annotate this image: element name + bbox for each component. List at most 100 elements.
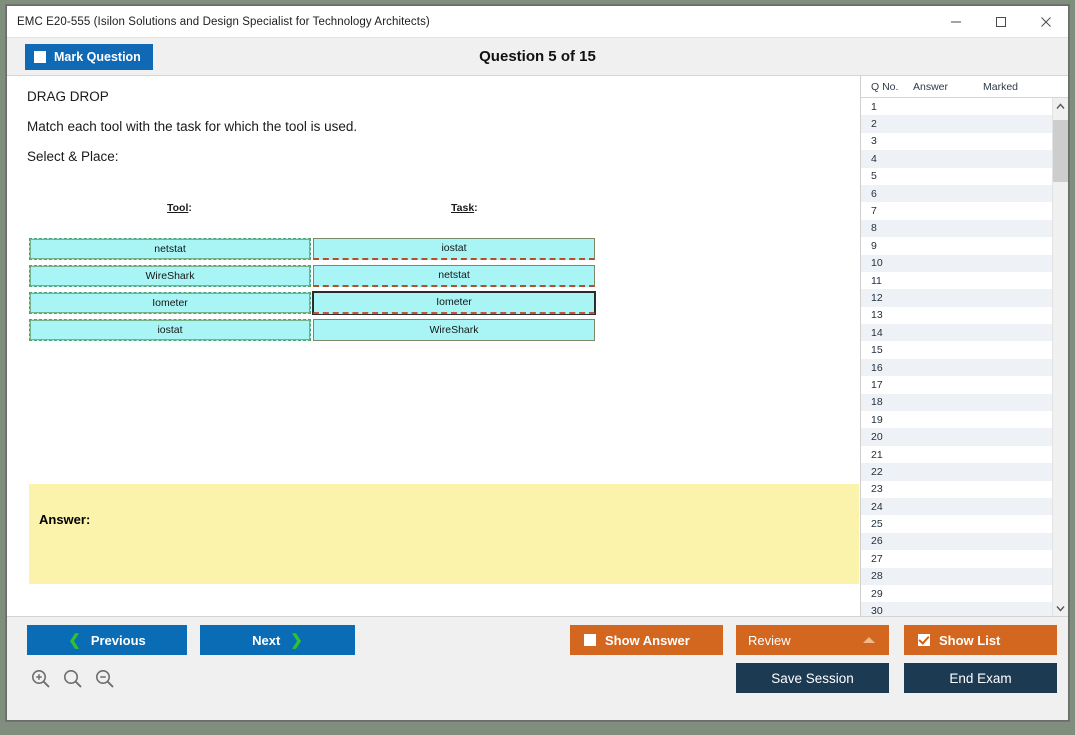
question-list-row[interactable]: 5: [861, 167, 1052, 185]
question-list-row[interactable]: 30: [861, 602, 1052, 616]
question-prompt: Match each tool with the task for which …: [27, 118, 358, 134]
question-list-row[interactable]: 9: [861, 237, 1052, 255]
row-question-number: 18: [871, 396, 883, 409]
chevron-up-icon[interactable]: [1053, 98, 1068, 114]
save-session-button[interactable]: Save Session: [736, 663, 889, 693]
maximize-icon[interactable]: [978, 6, 1023, 37]
question-list-row[interactable]: 28: [861, 567, 1052, 585]
question-list-row[interactable]: 15: [861, 341, 1052, 359]
task-column: iostat netstat Iometer WireShark: [313, 237, 595, 346]
review-label: Review: [748, 632, 791, 648]
question-list-row[interactable]: 7: [861, 202, 1052, 220]
task-item[interactable]: iostat: [313, 237, 595, 260]
question-list-row[interactable]: 20: [861, 428, 1052, 446]
zoom-out-icon[interactable]: [93, 667, 117, 691]
task-item[interactable]: Iometer: [313, 291, 595, 314]
row-question-number: 15: [871, 344, 883, 357]
row-question-number: 24: [871, 500, 883, 513]
row-question-number: 16: [871, 361, 883, 374]
row-question-number: 30: [871, 605, 883, 616]
tool-item[interactable]: netstat: [29, 237, 311, 260]
tool-item[interactable]: WireShark: [29, 264, 311, 287]
answer-box: Answer:: [29, 484, 859, 584]
row-question-number: 13: [871, 309, 883, 322]
question-list-row[interactable]: 1: [861, 98, 1052, 116]
row-question-number: 1: [871, 100, 877, 113]
row-question-number: 14: [871, 326, 883, 339]
title-bar: EMC E20-555 (Isilon Solutions and Design…: [7, 6, 1068, 38]
previous-button[interactable]: ❮ Previous: [27, 625, 187, 655]
row-question-number: 26: [871, 535, 883, 548]
question-list-row[interactable]: 12: [861, 289, 1052, 307]
question-list-row[interactable]: 27: [861, 550, 1052, 568]
scrollbar-thumb[interactable]: [1053, 120, 1068, 182]
task-item[interactable]: WireShark: [313, 318, 595, 341]
question-list-row[interactable]: 3: [861, 132, 1052, 151]
chevron-right-icon: ❯: [290, 631, 303, 649]
mark-question-button[interactable]: Mark Question: [25, 43, 153, 70]
question-list-row[interactable]: 21: [861, 445, 1052, 464]
question-list-row[interactable]: 14: [861, 324, 1052, 342]
question-list-row[interactable]: 16: [861, 358, 1052, 377]
row-question-number: 6: [871, 187, 877, 200]
show-list-checkbox[interactable]: [918, 634, 930, 646]
zoom-reset-icon[interactable]: [61, 667, 85, 691]
show-answer-button[interactable]: Show Answer: [570, 625, 723, 655]
scrollbar-track[interactable]: [1053, 114, 1068, 600]
chevron-up-icon: [863, 637, 875, 643]
drag-drop-area: Tool: Task: netstat WireShark Iometer io…: [27, 202, 860, 377]
tool-column-label: Tool:: [167, 201, 192, 214]
show-list-label: Show List: [939, 632, 1001, 648]
column-header-qno: Q No.: [871, 80, 899, 93]
question-list-row[interactable]: 17: [861, 376, 1052, 394]
question-type-label: DRAG DROP: [27, 89, 109, 104]
show-list-button[interactable]: Show List: [904, 625, 1057, 655]
question-list-row[interactable]: 2: [861, 115, 1052, 133]
mark-question-label: Mark Question: [54, 49, 141, 64]
question-list-row[interactable]: 4: [861, 150, 1052, 168]
question-list-row[interactable]: 18: [861, 393, 1052, 412]
row-question-number: 2: [871, 118, 877, 131]
task-item[interactable]: netstat: [313, 264, 595, 287]
row-question-number: 4: [871, 152, 877, 165]
end-exam-button[interactable]: End Exam: [904, 663, 1057, 693]
question-instruction: Select & Place:: [27, 148, 119, 164]
close-icon[interactable]: [1023, 6, 1068, 37]
zoom-toolbar: [29, 667, 117, 691]
question-list-row[interactable]: 24: [861, 497, 1052, 516]
show-answer-checkbox[interactable]: [584, 634, 596, 646]
row-question-number: 5: [871, 170, 877, 183]
question-list-row[interactable]: 13: [861, 306, 1052, 325]
question-list-row[interactable]: 11: [861, 271, 1052, 290]
row-question-number: 3: [871, 135, 877, 148]
zoom-in-icon[interactable]: [29, 667, 53, 691]
column-header-answer: Answer: [913, 80, 949, 93]
tool-item[interactable]: iostat: [29, 318, 311, 341]
question-list-row[interactable]: 25: [861, 515, 1052, 533]
tool-column: netstat WireShark Iometer iostat: [29, 237, 311, 346]
question-list-row[interactable]: 26: [861, 532, 1052, 551]
question-list-row[interactable]: 29: [861, 584, 1052, 603]
question-counter: Question 5 of 15: [479, 48, 596, 65]
mark-question-checkbox[interactable]: [34, 50, 46, 63]
question-list-scrollbar[interactable]: [1052, 98, 1068, 616]
minimize-icon[interactable]: [933, 6, 978, 37]
chevron-down-icon[interactable]: [1053, 600, 1068, 616]
question-header-bar: Mark Question Question 5 of 15: [7, 38, 1068, 76]
question-list-row[interactable]: 6: [861, 184, 1052, 203]
question-list-row[interactable]: 19: [861, 411, 1052, 429]
row-question-number: 17: [871, 378, 883, 391]
show-answer-label: Show Answer: [605, 632, 690, 648]
review-dropdown[interactable]: Review: [736, 625, 889, 655]
tool-item[interactable]: Iometer: [29, 291, 311, 314]
row-question-number: 21: [871, 448, 883, 461]
question-list-row[interactable]: 22: [861, 463, 1052, 481]
question-list-row[interactable]: 8: [861, 219, 1052, 238]
question-list-row[interactable]: 23: [861, 480, 1052, 498]
row-question-number: 9: [871, 239, 877, 252]
next-button[interactable]: Next ❯: [200, 625, 355, 655]
question-list-row[interactable]: 10: [861, 254, 1052, 272]
